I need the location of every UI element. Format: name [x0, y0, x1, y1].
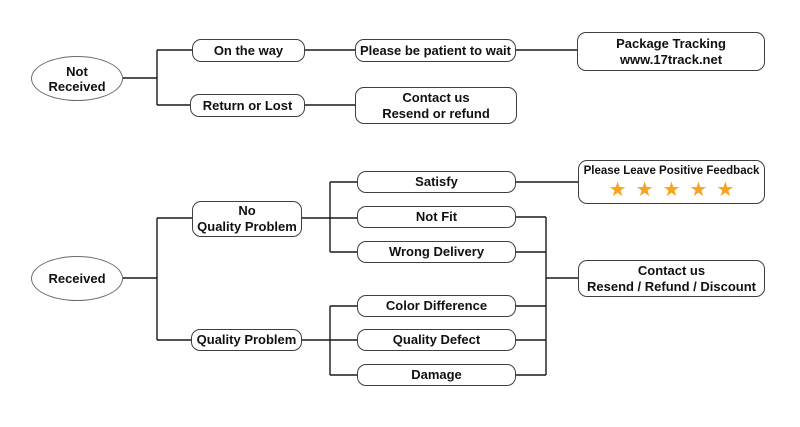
node-not-fit: Not Fit [357, 206, 516, 228]
node-package-tracking: Package Tracking www.17track.net [577, 32, 765, 71]
node-no-quality-problem: No Quality Problem [192, 201, 302, 237]
node-on-the-way: On the way [192, 39, 305, 62]
no-quality-problem-line1: No [238, 203, 256, 218]
package-tracking-url: www.17track.net [619, 51, 723, 67]
node-not-received: Not Received [31, 56, 123, 101]
contact-resend-refund-line1: Contact us [402, 89, 470, 105]
contact-resend-refund-line2: Resend or refund [382, 105, 490, 121]
positive-feedback-label: Please Leave Positive Feedback [583, 165, 760, 177]
package-tracking-line1: Package Tracking [616, 35, 726, 51]
five-star-rating-icon: ★★★★★ [608, 177, 744, 201]
node-contact-discount: Contact us Resend / Refund / Discount [578, 260, 765, 297]
node-return-or-lost: Return or Lost [190, 94, 305, 117]
node-contact-resend-refund: Contact us Resend or refund [355, 87, 517, 124]
node-please-be-patient: Please be patient to wait [355, 39, 516, 62]
contact-discount-line1: Contact us [637, 262, 706, 278]
node-received: Received [31, 256, 123, 301]
node-quality-problem: Quality Problem [191, 329, 302, 351]
node-positive-feedback: Please Leave Positive Feedback ★★★★★ [578, 160, 765, 204]
contact-discount-line2: Resend / Refund / Discount [586, 278, 756, 294]
node-satisfy: Satisfy [357, 171, 516, 193]
node-wrong-delivery: Wrong Delivery [357, 241, 516, 263]
no-quality-problem-line2: Quality Problem [197, 219, 297, 234]
node-color-difference: Color Difference [357, 295, 516, 317]
node-quality-defect: Quality Defect [357, 329, 516, 351]
node-damage: Damage [357, 364, 516, 386]
